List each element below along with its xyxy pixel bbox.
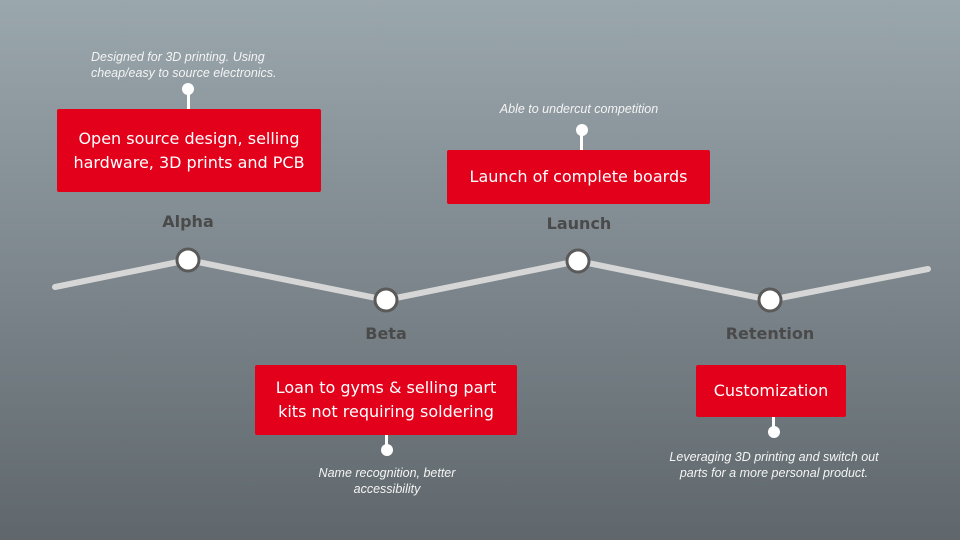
alpha-box: Open source design, selling hardware, 3D… xyxy=(57,109,321,192)
beta-box: Loan to gyms & selling part kits not req… xyxy=(255,365,517,435)
alpha-label: Alpha xyxy=(162,212,214,231)
launch-label: Launch xyxy=(546,214,612,233)
beta-stem xyxy=(385,435,388,447)
launch-note: Able to undercut competition xyxy=(499,102,659,116)
timeline-node-launch xyxy=(565,248,591,274)
alpha-note: Designed for 3D printing. Using cheap/ea… xyxy=(91,50,277,80)
retention-label: Retention xyxy=(725,324,815,343)
retention-pin xyxy=(768,426,780,438)
timeline-line xyxy=(52,257,931,303)
timeline-node-alpha xyxy=(175,247,201,273)
launch-box: Launch of complete boards xyxy=(447,150,710,204)
retention-box: Customization xyxy=(696,365,846,417)
timeline-node-retention xyxy=(757,287,783,313)
beta-pin xyxy=(381,444,393,456)
beta-note: Name recognition, better accessibility xyxy=(318,466,456,496)
alpha-stem xyxy=(187,92,190,110)
retention-note: Leveraging 3D printing and switch out pa… xyxy=(669,450,879,480)
timeline-node-beta xyxy=(373,287,399,313)
retention-stem xyxy=(772,417,775,429)
beta-label: Beta xyxy=(365,324,407,343)
launch-stem xyxy=(580,132,583,151)
alpha-pin xyxy=(182,83,194,95)
launch-pin xyxy=(576,124,588,136)
